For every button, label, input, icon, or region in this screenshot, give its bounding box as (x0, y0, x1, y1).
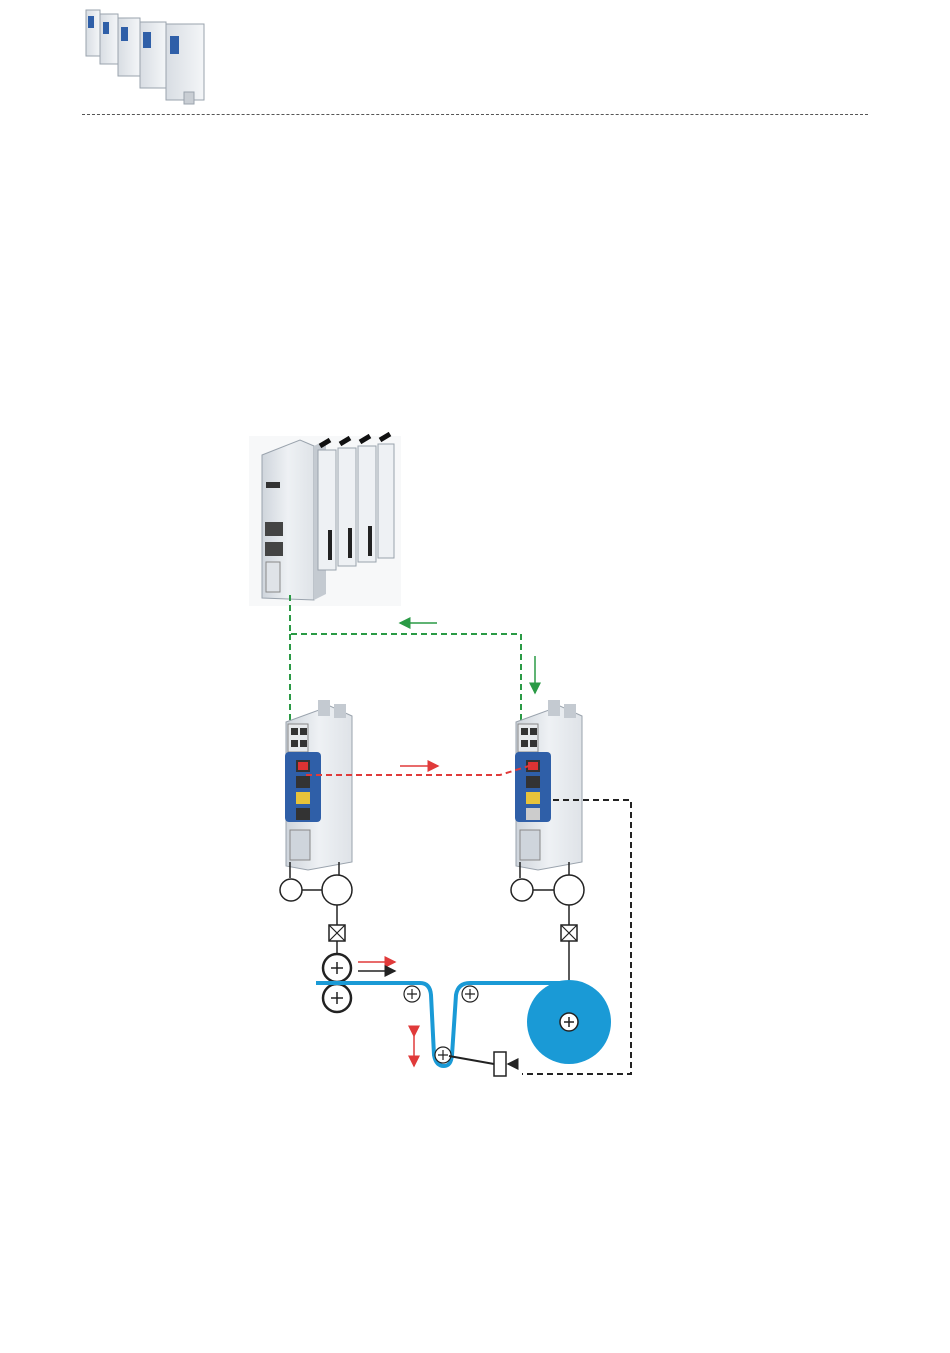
drive-left (285, 700, 352, 870)
encoder-icon (280, 879, 302, 901)
gearbox-icon (561, 925, 577, 941)
io-module-icon (318, 434, 394, 570)
gearbox-icon (329, 925, 345, 941)
controller-device (249, 434, 401, 606)
material-web (316, 980, 611, 1066)
motor-icon (322, 875, 352, 905)
motor-icon (554, 875, 584, 905)
dancer-sensor-icon (449, 1052, 518, 1076)
encoder-icon (511, 879, 533, 901)
roller-icon (323, 954, 351, 982)
dancer-roller-icon (435, 1047, 451, 1063)
roller-icon (323, 984, 351, 1012)
drive-right (515, 700, 582, 870)
left-motor-assembly (280, 862, 395, 1012)
guide-roller-icon (462, 986, 478, 1002)
guide-roller-icon (404, 986, 420, 1002)
roller-icon (560, 1013, 578, 1031)
